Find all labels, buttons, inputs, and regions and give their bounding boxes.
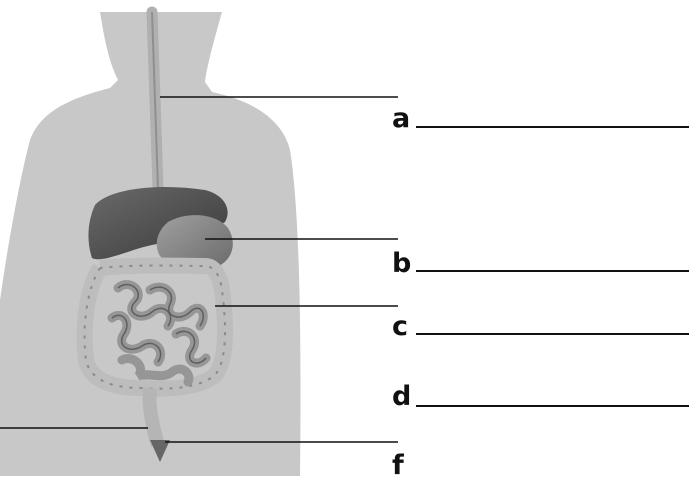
answer-blanks bbox=[416, 127, 689, 406]
label-c: c bbox=[392, 313, 408, 340]
label-b: b bbox=[392, 250, 411, 277]
label-d: d bbox=[392, 383, 411, 410]
label-f: f bbox=[392, 452, 404, 479]
label-a: a bbox=[392, 105, 410, 132]
